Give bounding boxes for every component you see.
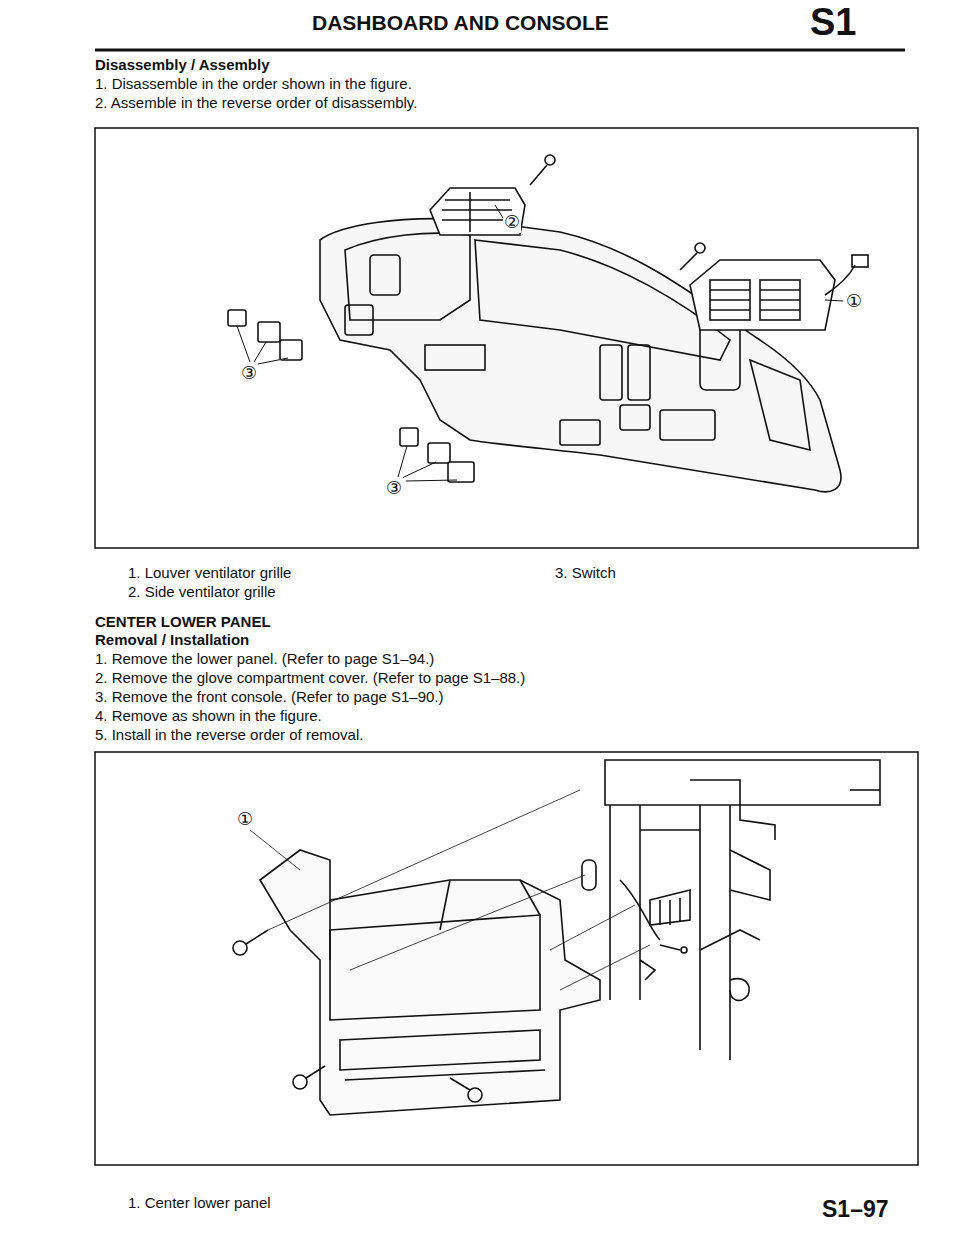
instruction-step: 1. Disassemble in the order shown in the… (95, 75, 412, 93)
page-title: DASHBOARD AND CONSOLE (312, 10, 609, 35)
page-number: S1–97 (822, 1196, 889, 1224)
instruction-step: 4. Remove as shown in the figure. (95, 707, 322, 725)
callout-number: ② (503, 211, 521, 233)
part-legend: 1. Louver ventilator grille (128, 564, 291, 582)
callout-number: ③ (240, 362, 258, 384)
center-panel-drawing (233, 760, 880, 1115)
callout-number: ① (236, 808, 254, 830)
part-legend: 3. Switch (555, 564, 616, 582)
instruction-step: 3. Remove the front console. (Refer to p… (95, 688, 444, 706)
part-legend: 2. Side ventilator grille (128, 583, 276, 601)
section-heading: CENTER LOWER PANEL (95, 613, 271, 631)
callout-number: ③ (385, 477, 403, 499)
instruction-step: 2. Remove the glove compartment cover. (… (95, 669, 525, 687)
instruction-step: 5. Install in the reverse order of remov… (95, 726, 363, 744)
guide-lines (250, 790, 650, 990)
dashboard-drawing (228, 155, 868, 492)
figure-frame (95, 752, 918, 1165)
section-mark: S1 (810, 0, 856, 46)
leader-lines (237, 205, 843, 481)
callout-number: ① (845, 290, 863, 312)
section-heading: Removal / Installation (95, 631, 249, 649)
header-rule (95, 50, 905, 51)
figure-frame (95, 128, 918, 548)
instruction-step: 2. Assemble in the reverse order of disa… (95, 94, 417, 112)
section-heading: Disassembly / Assembly (95, 56, 270, 74)
part-legend: 1. Center lower panel (128, 1194, 271, 1212)
instruction-step: 1. Remove the lower panel. (Refer to pag… (95, 650, 434, 668)
